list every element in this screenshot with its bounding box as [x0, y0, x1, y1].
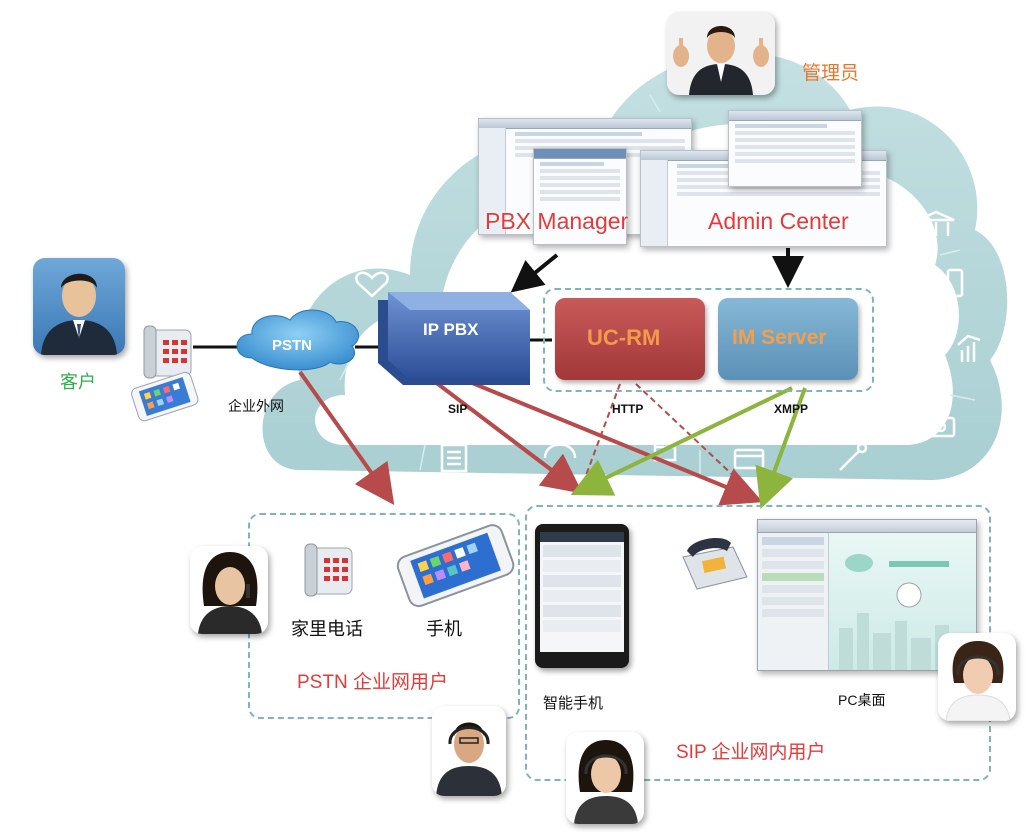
http-label: HTTP	[612, 402, 644, 416]
pstn-label: PSTN	[272, 337, 313, 354]
xmpp-label: XMPP	[774, 402, 809, 416]
admin-center-label: Admin Center	[708, 208, 849, 234]
sip-user-photo-female	[566, 732, 644, 824]
pbx-manager-dialog	[533, 148, 627, 245]
monitor-settings-icon	[926, 416, 956, 438]
document-icon	[440, 443, 468, 473]
mobile-phone-icon	[396, 524, 515, 608]
monitor-icon	[594, 62, 622, 88]
admin-label: 管理员	[802, 63, 860, 84]
pstn-user-photo-male	[432, 706, 506, 796]
uc-rm-server	[555, 298, 705, 380]
pstn-user-photo-female	[190, 546, 268, 634]
arrow-pstn-users	[298, 370, 395, 506]
pc-desktop-label: PC桌面	[838, 692, 886, 708]
xmpp-arrow-pc	[755, 387, 807, 510]
smartphone-device	[535, 524, 629, 668]
growth-chart-icon	[957, 334, 981, 362]
sip-users-label: SIP 企业网内用户	[676, 742, 826, 763]
sip-user-photo-headset	[938, 633, 1016, 721]
hand-pointer-icon	[392, 196, 407, 216]
sip-label: SIP	[448, 402, 468, 416]
card-icon	[733, 448, 765, 470]
smartphone-label: 智能手机	[543, 695, 604, 712]
http-line-pc	[635, 383, 756, 497]
uc-rm-label: UC-RM	[587, 325, 661, 350]
mobile-icon-customer	[131, 371, 199, 422]
im-server-label: IM Server	[732, 326, 827, 349]
customer-label: 客户	[60, 372, 96, 392]
arrow-sip-pc	[459, 376, 763, 506]
arrow-sip-smartphone	[428, 376, 583, 494]
headset-icon	[543, 443, 577, 459]
ip-pbx-label: IP PBX	[423, 320, 479, 339]
admin-center-screenshot-front	[728, 110, 862, 187]
server-group-box	[543, 288, 874, 392]
bar-chart-icon	[510, 92, 535, 115]
phone-icon	[946, 268, 964, 298]
speech-bubble-icon	[361, 408, 391, 440]
xmpp-arrow-smartphone	[570, 386, 793, 496]
im-server	[718, 298, 858, 380]
arrow-manager-pbx	[510, 253, 559, 293]
tools-icon	[839, 442, 868, 471]
customer-photo	[33, 258, 125, 355]
pstn-users-label: PSTN 企业网用户	[297, 672, 448, 693]
external-network-label: 企业外网	[228, 398, 284, 414]
basket-icon	[428, 141, 457, 167]
mobile-label: 手机	[426, 619, 462, 639]
heart-icon	[355, 271, 389, 298]
admin-photo	[667, 12, 775, 95]
home-phone-label: 家里电话	[291, 619, 363, 639]
pbx-manager-label: PBX Manager	[485, 208, 629, 234]
building-icon	[917, 210, 955, 236]
